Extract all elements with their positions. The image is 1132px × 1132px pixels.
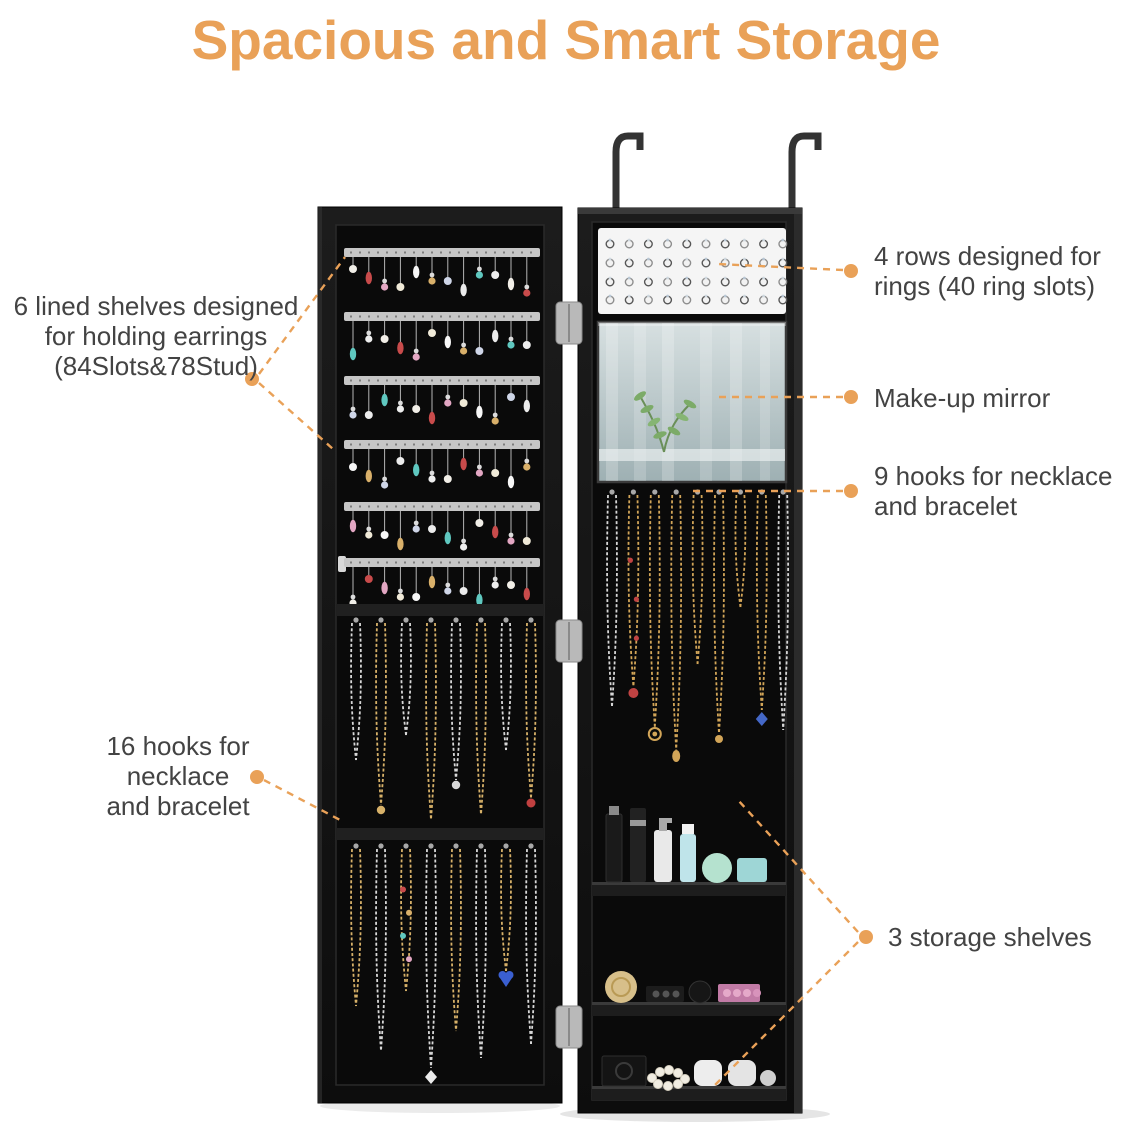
left-necklace-hooks-lower	[350, 843, 537, 1084]
shelf-divider	[336, 828, 544, 840]
callout-left-hooks: 16 hooks for necklace and bracelet	[62, 731, 294, 821]
storage-shelves	[592, 882, 786, 1100]
hinges	[555, 301, 583, 1049]
door-hook-icon	[788, 132, 822, 212]
left-necklace-hooks-upper	[350, 617, 537, 821]
ring-rows	[605, 238, 788, 305]
callout-line: rings (40 ring slots)	[874, 271, 1096, 301]
callout-line: for holding earrings	[44, 321, 268, 351]
callout-line: and bracelet	[106, 791, 250, 821]
callout-earring-shelves: 6 lined shelves designed for holding ear…	[0, 291, 312, 381]
callout-line: 4 rows designed for	[874, 241, 1101, 271]
callout-right-hooks: 9 hooks for necklace and bracelet	[874, 461, 1124, 521]
callout-line: Make-up mirror	[874, 383, 1051, 413]
callout-line: and bracelet	[874, 491, 1018, 521]
right-necklace-hooks	[606, 489, 790, 762]
ring-tray	[598, 228, 786, 314]
door-hook-icon	[612, 132, 644, 212]
callout-storage-shelves: 3 storage shelves	[888, 922, 1132, 952]
callout-dots	[245, 264, 873, 944]
shelf-divider	[336, 604, 544, 616]
callout-line: 16 hooks for	[106, 731, 250, 761]
callout-line: 9 hooks for necklace	[874, 461, 1113, 491]
page-title: Spacious and Smart Storage	[191, 9, 941, 71]
over-door-hooks	[612, 132, 822, 212]
callout-line: 6 lined shelves designed	[13, 291, 299, 321]
callout-line: 3 storage shelves	[888, 922, 1092, 952]
callout-makeup-mirror: Make-up mirror	[874, 383, 1124, 413]
callout-ring-rows: 4 rows designed for rings (40 ring slots…	[874, 241, 1124, 301]
makeup-mirror	[596, 320, 788, 484]
callout-connectors	[258, 256, 859, 1089]
left-door-panel	[317, 206, 563, 1104]
shelf-2-cosmetics	[605, 971, 761, 1004]
callout-line: (84Slots&78Stud)	[54, 351, 258, 381]
shelf-1-cosmetics	[605, 806, 767, 883]
plant-reflection	[634, 391, 697, 453]
earring-shelves	[344, 248, 540, 607]
callout-line: necklace	[126, 761, 230, 791]
